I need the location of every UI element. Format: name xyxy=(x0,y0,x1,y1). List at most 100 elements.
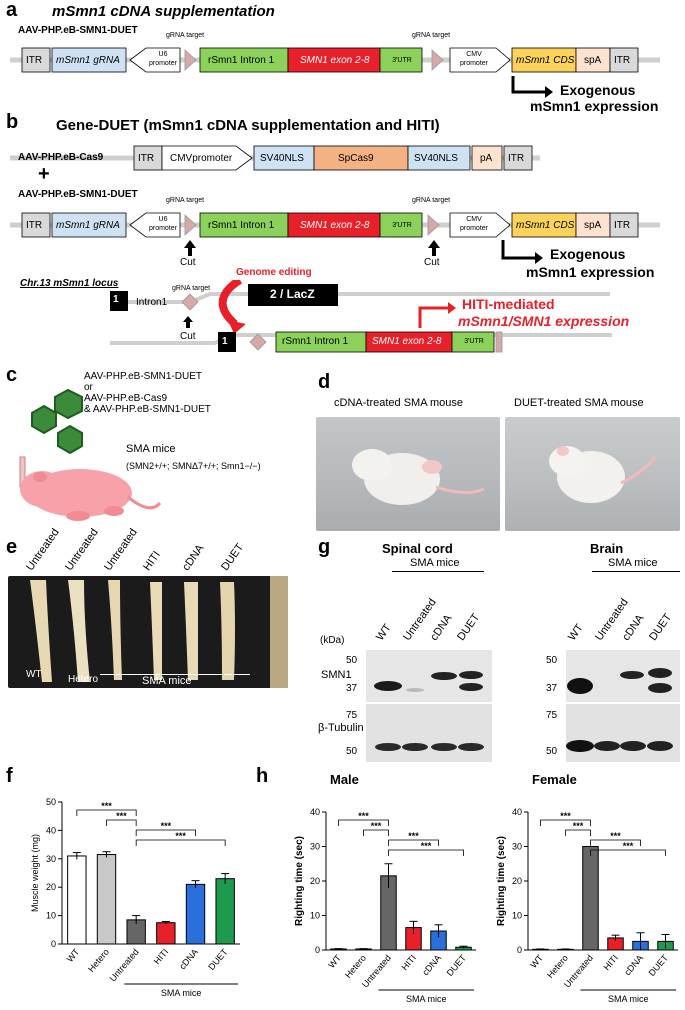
panel-g-letter: g xyxy=(318,536,331,558)
grna-target-locus xyxy=(181,293,199,311)
y-tick-label: 30 xyxy=(310,842,320,852)
grna-label-a: mSmn1 gRNA xyxy=(56,55,120,66)
hetero-label: Hetero xyxy=(68,674,99,685)
significance-bracket xyxy=(388,849,464,856)
panel-c-line1: AAV-PHP.eB-SMN1-DUET xyxy=(84,371,202,382)
significance-label: *** xyxy=(408,831,419,841)
x-tick-label: Hetero xyxy=(86,947,111,974)
panel-d-letter: d xyxy=(318,371,331,393)
cmv-label-b: CMVpromoter xyxy=(170,153,233,164)
expression-label-b1: Exogenous xyxy=(550,246,626,262)
spinal-cord-label: Spinal cord xyxy=(382,541,453,556)
sv40-label-b2: SV40NLS xyxy=(414,153,458,164)
u6-label-a1: U6 xyxy=(158,51,168,58)
sma-line-g1 xyxy=(392,571,484,572)
group-label: SMA mice xyxy=(406,994,447,1004)
pa-box xyxy=(471,145,503,171)
significance-bracket xyxy=(590,839,641,846)
group-label: SMA mice xyxy=(161,988,202,998)
x-tick-label: HITI xyxy=(399,953,418,972)
cut-arrow-b2 xyxy=(428,240,440,256)
panel-e-letter: e xyxy=(6,536,18,558)
significance-bracket xyxy=(106,819,137,826)
panel-b-duet-construct: AAV-PHP.eB-SMN1-DUET xyxy=(18,189,138,200)
marker-50-left: 50 xyxy=(346,655,358,666)
itr-box-a2 xyxy=(609,47,639,73)
x-tick-label: Untreated xyxy=(108,947,141,984)
itr-label-b2: ITR xyxy=(508,153,525,164)
exon1-label: 1 xyxy=(113,294,119,305)
significance-bracket xyxy=(590,849,666,856)
x-tick-label: cDNA xyxy=(420,953,443,977)
wt-label: WT xyxy=(26,669,42,680)
significance-label: *** xyxy=(116,811,127,821)
sma-line-e xyxy=(100,674,250,675)
grna-label-b: mSmn1 gRNA xyxy=(56,220,120,231)
spa-label-b: spA xyxy=(584,220,602,231)
y-tick-label: 20 xyxy=(512,876,522,886)
expression-label-b2: mSmn1 expression xyxy=(526,264,655,280)
significance-bracket xyxy=(135,839,226,846)
expression-arrow-a xyxy=(511,76,545,94)
y-tick-label: 30 xyxy=(512,842,522,852)
sv40nls-box-1 xyxy=(253,145,315,171)
cmv-label-b2: promoter xyxy=(459,225,488,232)
significance-label: *** xyxy=(175,831,186,841)
panel-h-letter: h xyxy=(256,765,269,787)
grna-target-label-a1: gRNA target xyxy=(166,32,205,39)
y-tick-label: 0 xyxy=(315,945,320,955)
intron-label-b: rSmn1 Intron 1 xyxy=(208,220,275,231)
panel-c-line3: AAV-PHP.eB-Cas9 xyxy=(84,393,168,404)
bar-wt xyxy=(67,855,87,945)
sma-label-g2: SMA mice xyxy=(608,557,658,569)
y-tick-label: 40 xyxy=(512,807,522,817)
u6-promoter-a xyxy=(129,47,181,73)
itr-box-b2 xyxy=(503,145,533,171)
utr-label-b: 3'UTR xyxy=(392,222,412,229)
bar-untreated xyxy=(582,846,599,951)
y-tick-label: 40 xyxy=(310,807,320,817)
itr-label-a1: ITR xyxy=(26,55,43,66)
genome-editing-label: Genome editing xyxy=(236,267,312,278)
exon-label-b: SMN1 exon 2-8 xyxy=(300,220,370,231)
significance-bracket xyxy=(338,819,389,826)
cds-label-b: mSmn1 CDS xyxy=(516,220,575,231)
exon1-edited-box xyxy=(218,332,236,352)
exon1-box xyxy=(110,291,128,311)
significance-bracket xyxy=(76,809,137,816)
grna-box-a xyxy=(51,47,127,73)
group-label: SMA mice xyxy=(608,994,649,1004)
hiti-label-1: HITI-mediated xyxy=(462,296,555,312)
genome-editing-arc xyxy=(218,280,243,327)
panel-c-line4: & AAV-PHP.eB-SMN1-DUET xyxy=(84,404,211,415)
pa-label: pA xyxy=(480,153,493,164)
significance-label: *** xyxy=(101,801,112,811)
panel-c-line2: or xyxy=(84,382,93,393)
y-tick-label: 40 xyxy=(46,825,56,835)
u6-label-a2: promoter xyxy=(148,60,177,67)
tubulin-label: β-Tubulin xyxy=(318,722,364,734)
grna-target-label-b2: gRNA target xyxy=(412,197,451,204)
itr-label-b1: ITR xyxy=(138,153,155,164)
significance-label: *** xyxy=(358,811,369,821)
photo-duet-mouse xyxy=(505,417,680,531)
y-axis-label: Righting time (sec) xyxy=(496,836,507,926)
x-tick-label: WT xyxy=(528,952,545,970)
significance-label: *** xyxy=(610,831,621,841)
itr-box-a1 xyxy=(21,47,51,73)
significance-label: *** xyxy=(161,821,172,831)
marker-37-right: 37 xyxy=(546,683,558,694)
grna-target-label-locus: gRNA target xyxy=(172,285,211,292)
construct-diagrams-top xyxy=(10,47,660,264)
sv40-label-b1: SV40NLS xyxy=(260,153,304,164)
spcas9-label: SpCas9 xyxy=(338,153,374,164)
significance-bracket xyxy=(363,829,389,836)
x-tick-label: DUET xyxy=(445,952,469,978)
expression-arrow-b xyxy=(501,240,535,260)
sma-label-e: SMA mice xyxy=(142,675,192,687)
cmv-label-a2: promoter xyxy=(459,60,488,67)
x-tick-label: WT xyxy=(326,952,343,970)
itr-label-a2: ITR xyxy=(614,55,631,66)
